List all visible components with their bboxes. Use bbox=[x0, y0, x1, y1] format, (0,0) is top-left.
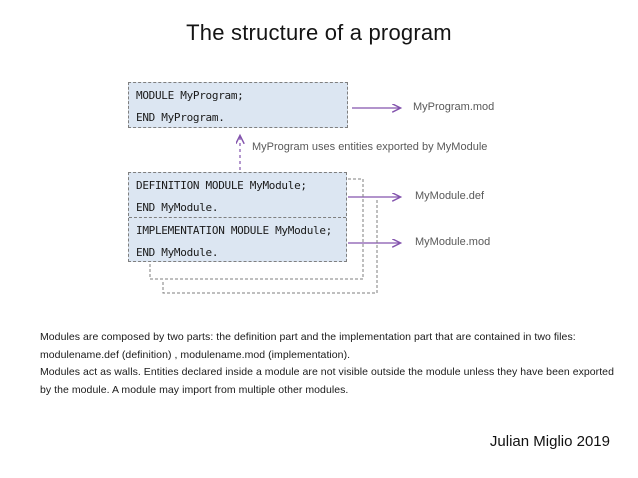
program-end-line: END MyProgram. bbox=[136, 111, 225, 124]
definition-module-line: DEFINITION MODULE MyModule; bbox=[136, 179, 307, 192]
page-title: The structure of a program bbox=[186, 20, 452, 45]
author-credit: Julian Miglio 2019 bbox=[489, 433, 610, 450]
module-code-box: DEFINITION MODULE MyModule; END MyModule… bbox=[128, 172, 347, 262]
program-code-box: MODULE MyProgram; END MyProgram. bbox=[128, 82, 348, 128]
implementation-section: IMPLEMENTATION MODULE MyModule; END MyMo… bbox=[129, 218, 346, 263]
file-label-mymodule-mod: MyModule.mod bbox=[415, 236, 491, 248]
notes-paragraph: Modules are composed by two parts: the d… bbox=[40, 329, 615, 399]
implementation-module-line: IMPLEMENTATION MODULE MyModule; bbox=[136, 224, 332, 237]
program-module-line: MODULE MyProgram; bbox=[136, 89, 244, 102]
file-label-mymodule-def: MyModule.def bbox=[415, 190, 485, 202]
definition-end-line: END MyModule. bbox=[136, 201, 219, 214]
file-label-myprogram-mod: MyProgram.mod bbox=[413, 101, 495, 113]
implementation-end-line: END MyModule. bbox=[136, 246, 219, 259]
dependency-note: MyProgram uses entities exported by MyMo… bbox=[252, 141, 488, 153]
definition-section: DEFINITION MODULE MyModule; END MyModule… bbox=[129, 173, 346, 218]
notes-line: modulename.def (definition) , modulename… bbox=[40, 348, 351, 361]
notes-line: Modules act as walls. Entities declared … bbox=[40, 366, 614, 379]
notes-line: Modules are composed by two parts: the d… bbox=[40, 331, 576, 343]
notes-line: by the module. A module may import from … bbox=[40, 383, 349, 396]
